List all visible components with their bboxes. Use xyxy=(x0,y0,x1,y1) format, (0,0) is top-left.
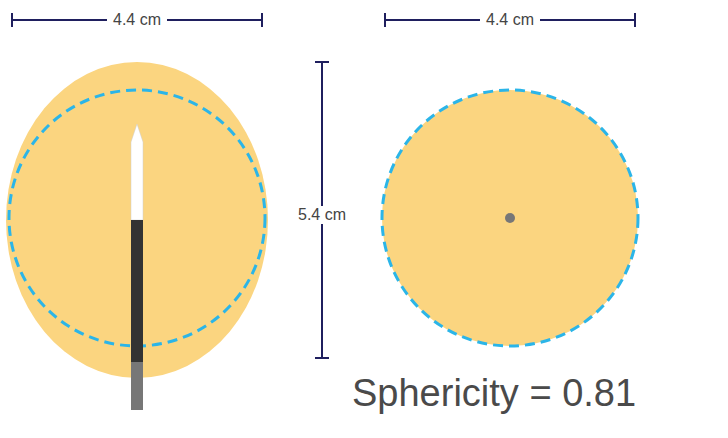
needle-tip xyxy=(131,124,143,220)
zone-section xyxy=(382,90,638,346)
length-dimension: 5.4 cm xyxy=(292,206,352,224)
ablation-zone xyxy=(6,62,268,378)
needle-shaft xyxy=(131,220,143,362)
needle-dot xyxy=(505,213,515,223)
dimension-lines xyxy=(12,13,635,358)
needle-handle xyxy=(131,362,143,410)
sphericity-value: Sphericity = 0.81 xyxy=(352,374,636,412)
width-dimension: 4.4 cm xyxy=(480,11,540,29)
width-dimension: 4.4 cm xyxy=(107,11,167,29)
